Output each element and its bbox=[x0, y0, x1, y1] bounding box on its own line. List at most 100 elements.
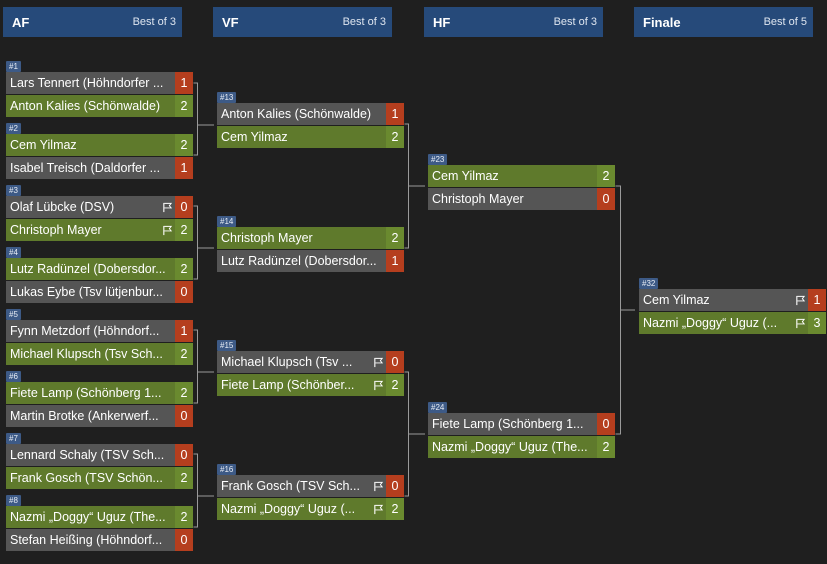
participant-name: Martin Brotke (Ankerwerf... bbox=[10, 409, 159, 423]
participant-row[interactable]: Fiete Lamp (Schönberg 1...2 bbox=[6, 382, 193, 404]
match-id-badge: #5 bbox=[6, 309, 21, 320]
participant-score: 1 bbox=[386, 103, 404, 125]
connector-vf-13-14 bbox=[404, 123, 425, 249]
participant-row[interactable]: Fiete Lamp (Schönber...2 bbox=[217, 374, 404, 396]
participant-row[interactable]: Frank Gosch (TSV Schön...2 bbox=[6, 467, 193, 489]
participant-name: Lukas Eybe (Tsv lütjenbur... bbox=[10, 285, 163, 299]
participant-name: Cem Yilmaz bbox=[221, 130, 288, 144]
match-id-badge: #8 bbox=[6, 495, 21, 506]
participant-score: 0 bbox=[175, 281, 193, 303]
participant-row[interactable]: Nazmi „Doggy“ Uguz (The... 2 bbox=[428, 436, 615, 458]
participant-row[interactable]: Cem Yilmaz 2 bbox=[217, 126, 404, 148]
round-name: Finale bbox=[643, 14, 681, 30]
match-id-badge: #4 bbox=[6, 247, 21, 258]
participant-score: 0 bbox=[386, 351, 404, 373]
participant-name: Michael Klupsch (Tsv ... bbox=[221, 355, 353, 369]
participant-score: 1 bbox=[808, 289, 826, 311]
participant-name: Stefan Heißing (Höhndorf... bbox=[10, 533, 163, 547]
participant-score: 2 bbox=[386, 126, 404, 148]
participant-name: Olaf Lübcke (DSV) bbox=[10, 200, 115, 214]
connector-af-3-4 bbox=[193, 205, 214, 280]
participant-name: Christoph Mayer bbox=[221, 231, 313, 245]
participant-score: 0 bbox=[597, 188, 615, 210]
participant-row[interactable]: Lukas Eybe (Tsv lütjenbur... 0 bbox=[6, 281, 193, 303]
match-id-badge: #23 bbox=[428, 154, 448, 165]
round-header-finale: Finale Best of 5 bbox=[634, 7, 813, 37]
participant-row[interactable]: Olaf Lübcke (DSV) 0 bbox=[6, 196, 193, 218]
participant-row[interactable]: Nazmi „Doggy“ Uguz (...3 bbox=[639, 312, 826, 334]
participant-score: 0 bbox=[175, 196, 193, 218]
participant-score: 2 bbox=[175, 506, 193, 528]
participant-row[interactable]: Anton Kalies (Schönwalde)2 bbox=[6, 95, 193, 117]
participant-row[interactable]: Nazmi „Doggy“ Uguz (The... 2 bbox=[6, 506, 193, 528]
participant-row[interactable]: Lutz Radünzel (Dobersdor...2 bbox=[6, 258, 193, 280]
match-id-badge: #1 bbox=[6, 61, 21, 72]
participant-row[interactable]: Nazmi „Doggy“ Uguz (...2 bbox=[217, 498, 404, 520]
participant-row[interactable]: Fiete Lamp (Schönberg 1...0 bbox=[428, 413, 615, 435]
participant-name: Frank Gosch (TSV Schön... bbox=[10, 471, 163, 485]
participant-score: 0 bbox=[597, 413, 615, 435]
round-header-vf: VF Best of 3 bbox=[213, 7, 392, 37]
participant-name: Cem Yilmaz bbox=[10, 138, 77, 152]
participant-name: Lennard Schaly (TSV Sch... bbox=[10, 448, 165, 462]
participant-score: 2 bbox=[175, 95, 193, 117]
match-id-badge: #6 bbox=[6, 371, 21, 382]
participant-row[interactable]: Michael Klupsch (Tsv Sch...2 bbox=[6, 343, 193, 365]
participant-name: Isabel Treisch (Daldorfer ... bbox=[10, 161, 161, 175]
match-id-badge: #7 bbox=[6, 433, 21, 444]
participant-row[interactable]: Isabel Treisch (Daldorfer ... 1 bbox=[6, 157, 193, 179]
match-id-badge: #16 bbox=[217, 464, 237, 475]
flag-icon bbox=[159, 196, 175, 218]
participant-score: 2 bbox=[386, 374, 404, 396]
participant-row[interactable]: Michael Klupsch (Tsv ... 0 bbox=[217, 351, 404, 373]
participant-score: 1 bbox=[175, 72, 193, 94]
participant-name: Nazmi „Doggy“ Uguz (The... bbox=[432, 440, 588, 454]
participant-score: 1 bbox=[175, 157, 193, 179]
participant-score: 0 bbox=[175, 405, 193, 427]
participant-row[interactable]: Fynn Metzdorf (Höhndorf...1 bbox=[6, 320, 193, 342]
participant-score: 0 bbox=[386, 475, 404, 497]
participant-row[interactable]: Martin Brotke (Ankerwerf... 0 bbox=[6, 405, 193, 427]
match-id-badge: #24 bbox=[428, 402, 448, 413]
participant-score: 2 bbox=[175, 382, 193, 404]
flag-icon bbox=[370, 475, 386, 497]
participant-row[interactable]: Lars Tennert (Höhndorfer ...1 bbox=[6, 72, 193, 94]
participant-score: 1 bbox=[175, 320, 193, 342]
match-id-badge: #32 bbox=[639, 278, 659, 289]
participant-score: 3 bbox=[808, 312, 826, 334]
participant-row[interactable]: Lutz Radünzel (Dobersdor...1 bbox=[217, 250, 404, 272]
connector-af-5-6 bbox=[193, 329, 214, 404]
participant-score: 2 bbox=[175, 343, 193, 365]
participant-row[interactable]: Anton Kalies (Schönwalde)1 bbox=[217, 103, 404, 125]
participant-score: 2 bbox=[597, 436, 615, 458]
round-best-of: Best of 3 bbox=[132, 16, 176, 28]
participant-name: Nazmi „Doggy“ Uguz (The... bbox=[10, 510, 166, 524]
flag-icon bbox=[159, 219, 175, 241]
participant-row[interactable]: Frank Gosch (TSV Sch...0 bbox=[217, 475, 404, 497]
round-name: VF bbox=[222, 14, 239, 30]
round-name: HF bbox=[433, 14, 451, 30]
participant-row[interactable]: Lennard Schaly (TSV Sch...0 bbox=[6, 444, 193, 466]
participant-row[interactable]: Stefan Heißing (Höhndorf...0 bbox=[6, 529, 193, 551]
